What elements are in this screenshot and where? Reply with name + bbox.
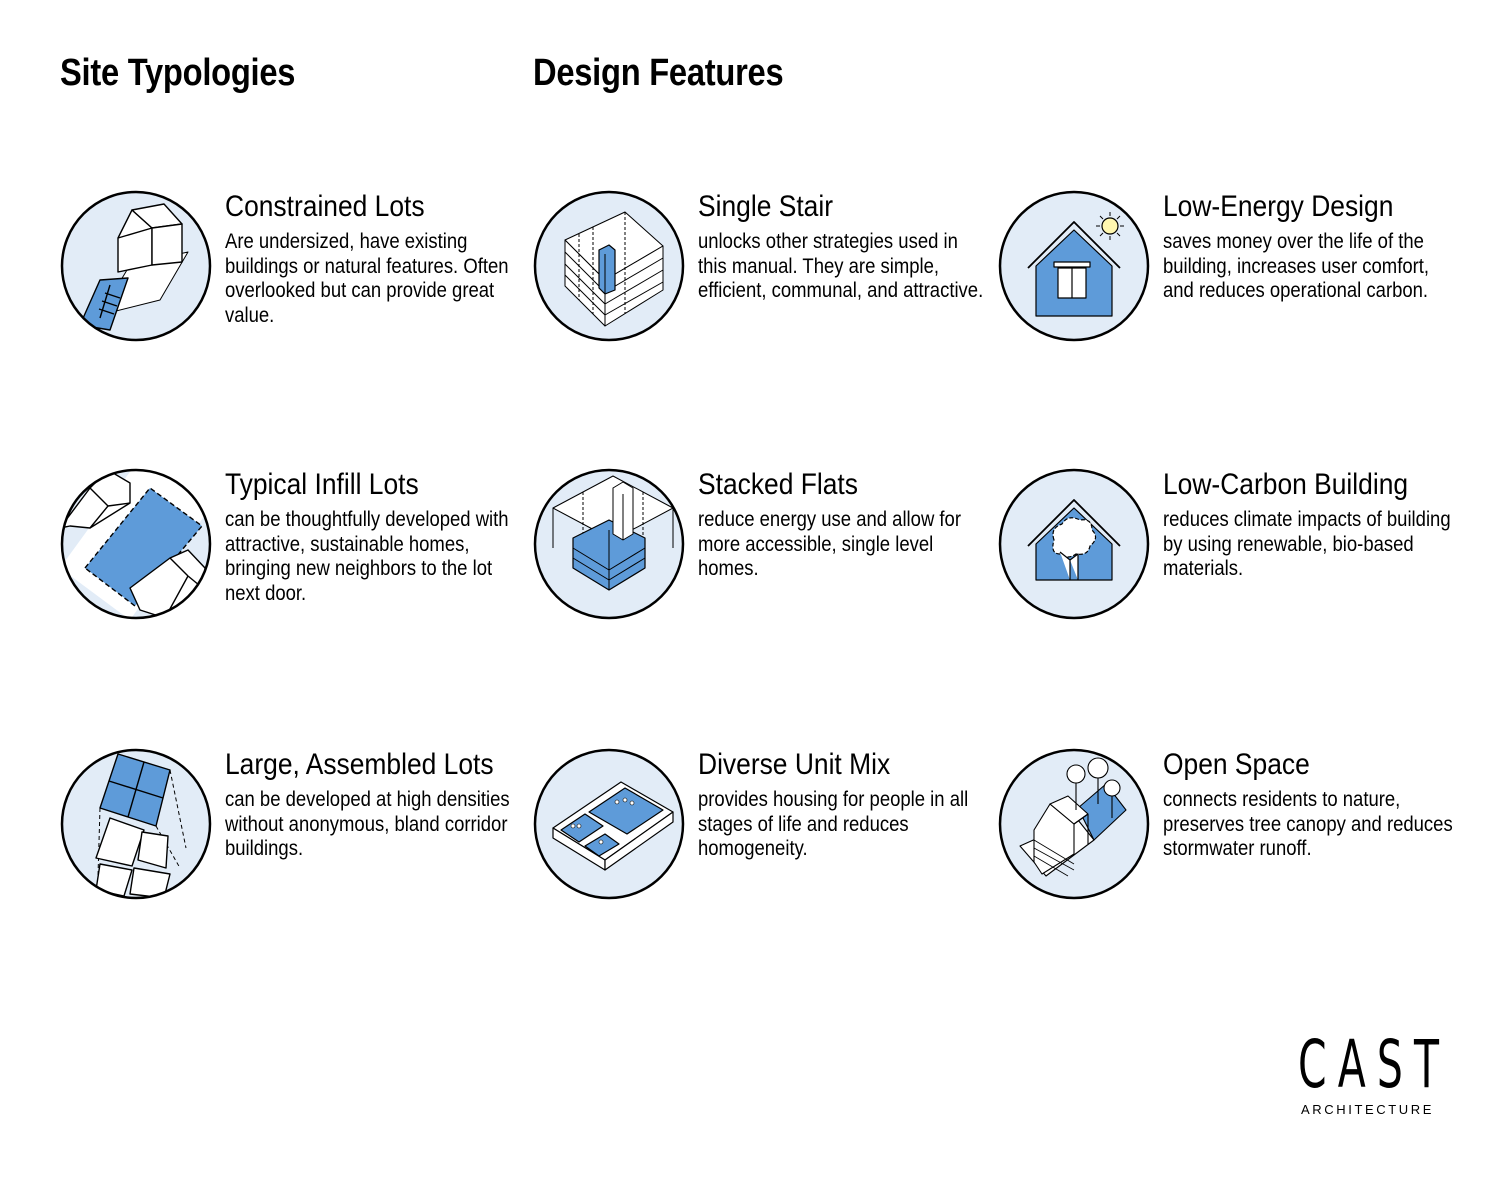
card-stacked-flats: Stacked Flats reduce energy use and allo… bbox=[533, 468, 1003, 628]
card-title: Typical Infill Lots bbox=[225, 468, 419, 501]
cast-architecture-logo: CAST ARCHITECTURE bbox=[1298, 1030, 1439, 1120]
infill-lot-icon bbox=[60, 468, 212, 620]
card-title: Large, Assembled Lots bbox=[225, 748, 494, 781]
card-open-space: Open Space connects residents to nature,… bbox=[998, 748, 1468, 908]
constrained-lot-icon bbox=[60, 190, 212, 342]
card-title: Low-Carbon Building bbox=[1163, 468, 1409, 501]
house-sun-icon bbox=[998, 190, 1150, 342]
site-typologies-heading: Site Typologies bbox=[60, 52, 296, 94]
card-title: Constrained Lots bbox=[225, 190, 425, 223]
house-tree-icon bbox=[998, 468, 1150, 620]
card-title: Open Space bbox=[1163, 748, 1310, 781]
assembled-lot-icon bbox=[60, 748, 212, 900]
card-single-stair: Single Stair unlocks other strategies us… bbox=[533, 190, 1003, 350]
open-space-trees-icon bbox=[998, 748, 1150, 900]
card-low-carbon-building: Low-Carbon Building reduces climate impa… bbox=[998, 468, 1468, 628]
card-description: can be developed at high densities witho… bbox=[225, 788, 510, 861]
card-description: reduce energy use and allow for more acc… bbox=[698, 508, 961, 581]
card-title: Diverse Unit Mix bbox=[698, 748, 891, 781]
stacked-flats-icon bbox=[533, 468, 685, 620]
design-features-heading: Design Features bbox=[533, 52, 784, 94]
card-description: unlocks other strategies used in this ma… bbox=[698, 230, 984, 303]
card-typical-infill-lots: Typical Infill Lots can be thoughtfully … bbox=[60, 468, 530, 628]
card-large-assembled-lots: Large, Assembled Lots can be developed a… bbox=[60, 748, 530, 908]
card-description: saves money over the life of the buildin… bbox=[1163, 230, 1430, 303]
card-diverse-unit-mix: Diverse Unit Mix provides housing for pe… bbox=[533, 748, 1003, 908]
card-description: provides housing for people in all stage… bbox=[698, 788, 969, 861]
card-description: Are undersized, have existing buildings … bbox=[225, 230, 509, 327]
card-low-energy-design: Low-Energy Design saves money over the l… bbox=[998, 190, 1468, 350]
logo-subtitle: ARCHITECTURE bbox=[1301, 1102, 1435, 1117]
card-constrained-lots: Constrained Lots Are undersized, have ex… bbox=[60, 190, 530, 350]
card-title: Single Stair bbox=[698, 190, 834, 223]
logo-wordmark: CAST bbox=[1298, 1026, 1451, 1103]
unit-mix-icon bbox=[533, 748, 685, 900]
card-title: Stacked Flats bbox=[698, 468, 858, 501]
card-description: connects residents to nature, preserves … bbox=[1163, 788, 1453, 861]
card-title: Low-Energy Design bbox=[1163, 190, 1394, 223]
single-stair-icon bbox=[533, 190, 685, 342]
card-description: can be thoughtfully developed with attra… bbox=[225, 508, 509, 605]
card-description: reduces climate impacts of building by u… bbox=[1163, 508, 1451, 581]
